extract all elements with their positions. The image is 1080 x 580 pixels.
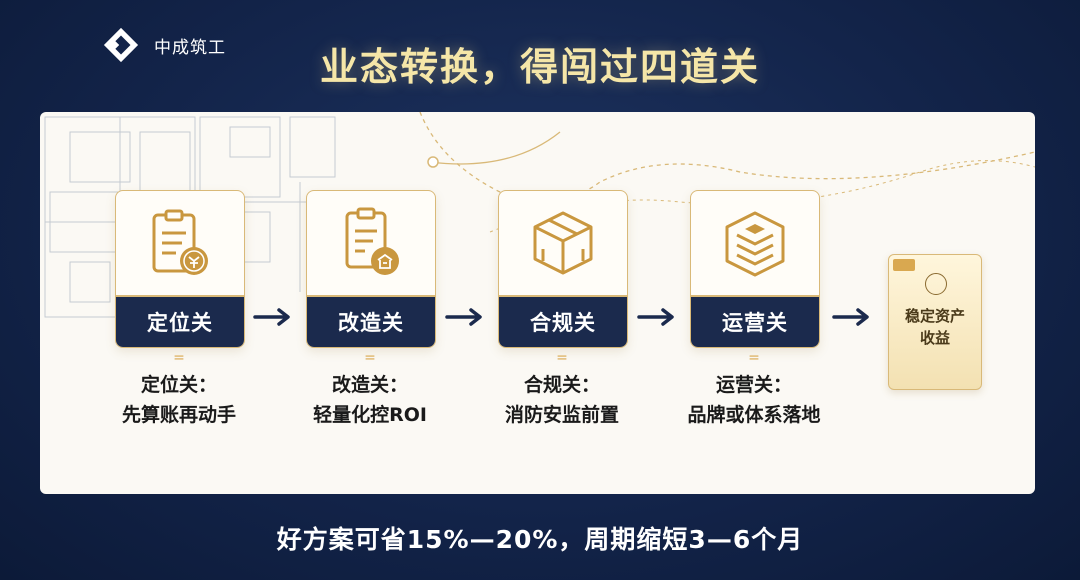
footer-summary: 好方案可省15%—20%，周期缩短3—6个月 [276, 525, 804, 554]
separator-mark: = [748, 350, 760, 366]
page-title: 业态转换，得闯过四道关 [319, 45, 760, 89]
decorative-curves [419, 112, 1035, 233]
step-card-renovation: 改造关 [306, 190, 436, 348]
step-label: 合规关 [499, 295, 627, 347]
arrow-right-icon [253, 308, 290, 326]
arrow-right-icon [445, 308, 482, 326]
separator-mark: = [173, 350, 185, 366]
step-label: 运营关 [691, 295, 819, 347]
step-description: 运营关： 品牌或体系落地 [687, 374, 821, 426]
step-description: 合规关： 消防安监前置 [504, 374, 619, 426]
seal-icon [925, 273, 947, 295]
process-panel: 定位关 改造关 合规关 [40, 112, 1035, 494]
step-card-compliance: 合规关 [498, 190, 628, 348]
step-label: 定位关 [116, 295, 244, 347]
separator-mark: = [364, 350, 376, 366]
brand-mark-icon [103, 27, 139, 63]
arrow-right-icon [832, 308, 869, 326]
result-text: 稳定资产 收益 [904, 307, 965, 347]
step-description: 定位关： 先算账再动手 [121, 374, 236, 426]
brand-name: 中成筑工 [154, 37, 226, 58]
step-card-positioning: 定位关 [115, 190, 245, 348]
package-box-icon [533, 211, 593, 275]
step-label: 改造关 [307, 295, 435, 347]
clipboard-money-icon [152, 209, 208, 275]
layers-stack-icon [725, 211, 785, 277]
card-tag [893, 259, 915, 271]
step-card-operation: 运营关 [690, 190, 820, 348]
separator-mark: = [556, 350, 568, 366]
brand-logo: 中成筑工 [102, 26, 226, 64]
result-asset-card: 稳定资产 收益 [888, 254, 982, 390]
step-description: 改造关： 轻量化控ROI [313, 374, 427, 426]
document-check-icon [345, 207, 399, 275]
arrow-right-icon [637, 308, 674, 326]
